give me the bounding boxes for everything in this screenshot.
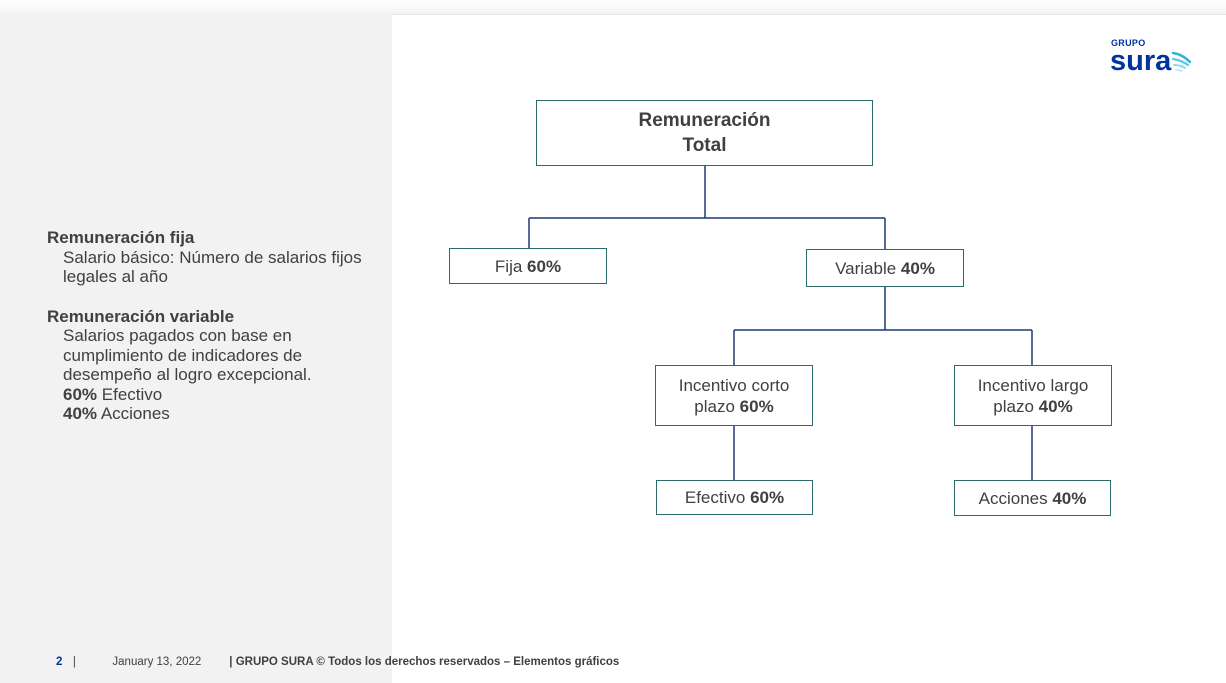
shares-split-label: Acciones xyxy=(97,404,170,423)
shares-pct: 40% xyxy=(1052,488,1087,508)
root-line2: Total xyxy=(682,135,727,156)
cash-split: 60% Efectivo xyxy=(47,385,377,405)
fixed-heading: Remuneración fija xyxy=(47,228,195,247)
cash-label: Efectivo xyxy=(684,488,751,507)
fixed-pct: 60% xyxy=(527,256,562,276)
footer: 2 | January 13, 2022 | GRUPO SURA © Todos l… xyxy=(56,656,619,668)
shares-split-pct: 40% xyxy=(63,404,98,423)
sidebar-text: Remuneración fija Salario básico: Número… xyxy=(47,228,377,424)
long-line2: plazo xyxy=(993,396,1039,416)
left-panel xyxy=(0,14,392,683)
shares-node: Acciones 40% xyxy=(954,480,1111,516)
variable-pct: 40% xyxy=(900,258,935,278)
fixed-description: Salario básico: Número de salarios fijos… xyxy=(63,247,362,287)
footer-separator: | xyxy=(72,656,76,668)
grupo-sura-logo: GRUPO sura xyxy=(1108,36,1192,78)
cash-split-label: Efectivo xyxy=(97,384,163,404)
cash-node: Efectivo 60% xyxy=(656,480,813,515)
shares-split: 40% Acciones xyxy=(47,404,377,424)
root-line1: Remuneración xyxy=(638,110,771,131)
variable-label: Variable xyxy=(835,258,901,278)
short-pct: 60% xyxy=(739,396,774,416)
shares-label: Acciones xyxy=(978,488,1053,508)
cash-split-pct: 60% xyxy=(63,384,98,404)
variable-node: Variable 40% xyxy=(806,249,964,287)
logo-sura: sura xyxy=(1110,45,1172,77)
long-line1: Incentivo largo xyxy=(977,375,1089,395)
logo-wing-icon xyxy=(1171,51,1192,72)
fixed-node: Fija 60% xyxy=(449,248,607,284)
footer-rights: | GRUPO SURA © Todos los derechos reserv… xyxy=(229,656,620,668)
footer-date: January 13, 2022 xyxy=(112,656,202,668)
fixed-label: Fija xyxy=(494,256,528,276)
short-line2: plazo xyxy=(694,396,740,416)
variable-heading: Remuneración variable xyxy=(47,306,235,326)
short-line1: Incentivo corto xyxy=(678,375,790,395)
top-edge xyxy=(0,0,1226,15)
long-pct: 40% xyxy=(1038,396,1073,416)
logo-grupo: GRUPO xyxy=(1111,38,1146,48)
variable-description: Salarios pagados con base en cumplimient… xyxy=(63,326,312,384)
page-number: 2 xyxy=(56,656,63,668)
cash-pct: 60% xyxy=(750,488,785,507)
